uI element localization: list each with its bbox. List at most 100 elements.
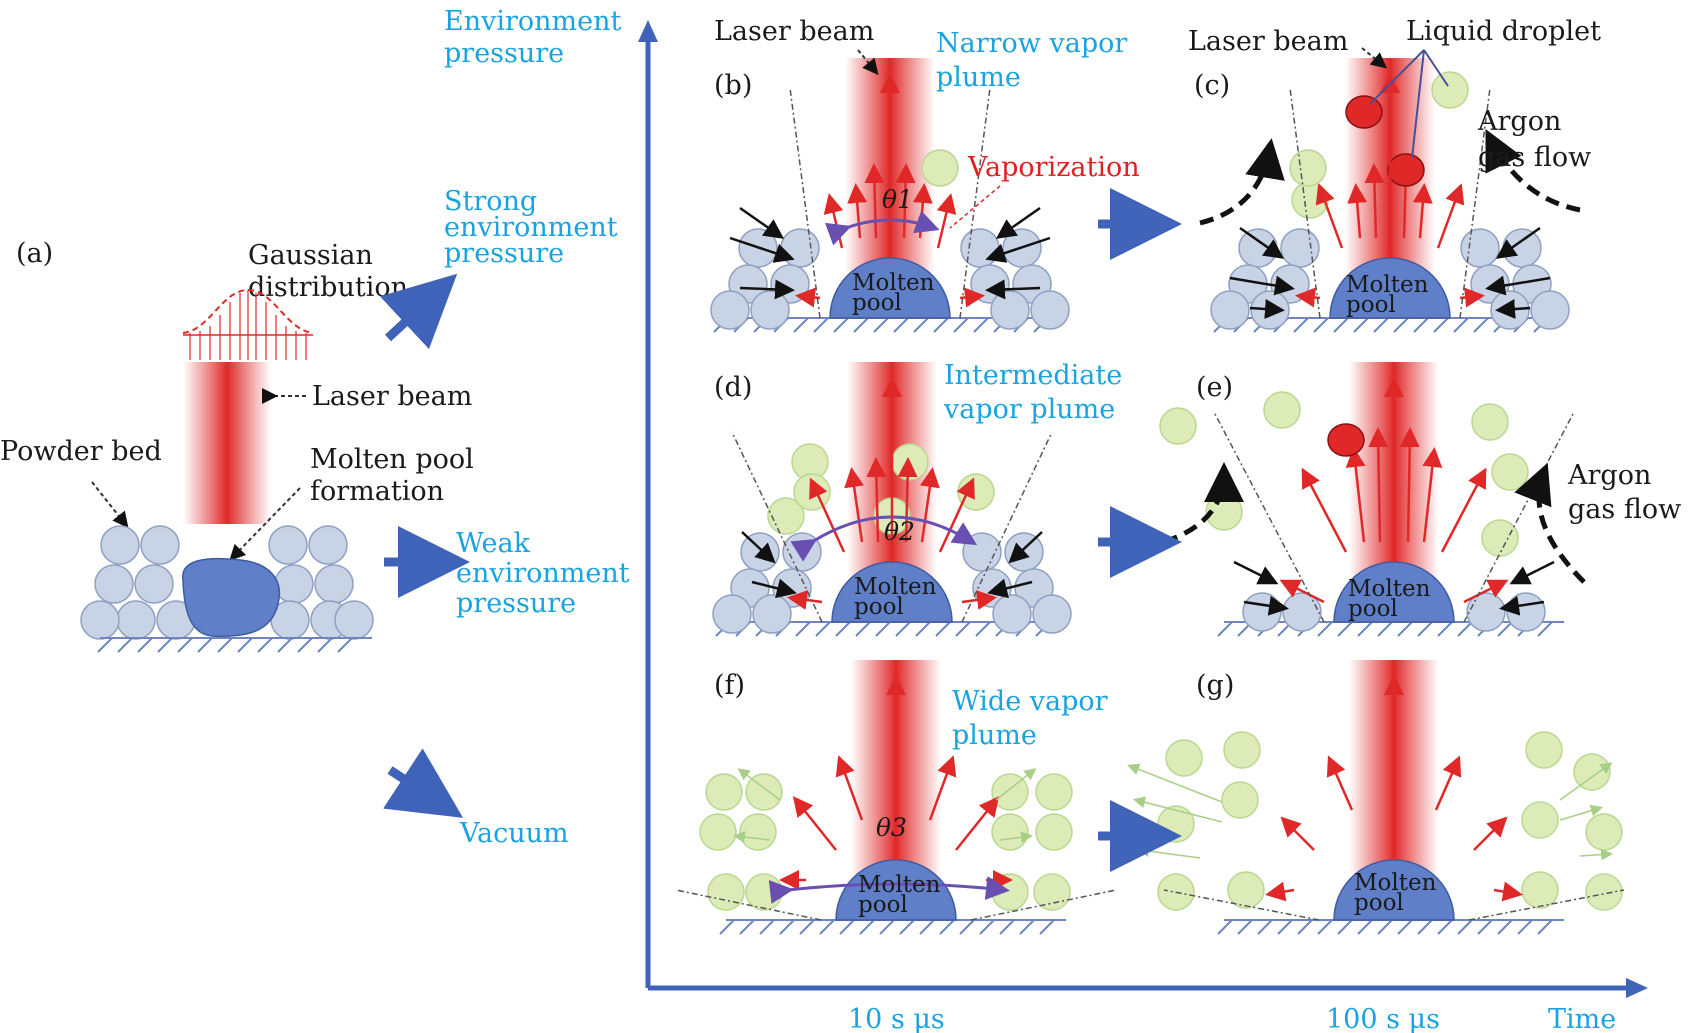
panel-b-vapor-arrow xyxy=(823,193,844,249)
panel-e-vapor-arrow xyxy=(1463,579,1509,604)
panel-g-spatter-particle xyxy=(1521,871,1559,909)
panel-c-substrate-hatch xyxy=(1453,317,1469,333)
panel-c-substrate-hatch xyxy=(1353,317,1369,333)
panel-d-substrate-hatch xyxy=(815,621,831,637)
panel-d-gas-arrow xyxy=(741,531,776,564)
spatter-trajectory xyxy=(995,768,1037,801)
panel-e-substrate-hatch xyxy=(1457,621,1473,637)
panel-b-substrate-hatch xyxy=(793,317,809,333)
panel-e-substrate-hatch xyxy=(1337,621,1353,637)
panel-e-liquid-droplet xyxy=(1327,423,1365,457)
panel-g-vapor-arrow xyxy=(1280,816,1315,851)
panel-b-vapor-arrow xyxy=(795,287,821,308)
panel-g-spatter-particle xyxy=(1585,813,1623,851)
panel-c-vapor-arrow xyxy=(1364,163,1385,239)
panel-g-vapor-arrow xyxy=(1434,755,1462,811)
panel-c-substrate-hatch xyxy=(1333,317,1349,333)
panel-f-substrate-hatch xyxy=(799,919,815,935)
panel-d-substrate-hatch xyxy=(855,621,871,637)
panel-g-substrate-hatch xyxy=(1517,919,1533,935)
panel-f-substrate-hatch xyxy=(759,919,775,935)
panel-b-molten-pool xyxy=(829,257,951,319)
panel-d-molten-pool xyxy=(831,561,953,623)
panel-f-substrate-hatch xyxy=(959,919,975,935)
panel-d-substrate-hatch xyxy=(915,621,931,637)
gaussian-profile xyxy=(182,288,314,360)
panel-g-substrate-hatch xyxy=(1357,919,1373,935)
panel-e-gas-arrow xyxy=(1509,560,1555,585)
panel-f-substrate-hatch xyxy=(739,919,755,935)
panel-f-substrate-hatch xyxy=(879,919,895,935)
panel-c-powder-particle xyxy=(1530,290,1570,330)
panel-c-liquid-droplet xyxy=(1345,95,1383,129)
panel-b-substrate-hatch xyxy=(893,317,909,333)
panel-g-substrate-hatch xyxy=(1257,919,1273,935)
panel-d-substrate-hatch xyxy=(935,621,951,637)
panel-c-gas-arrow xyxy=(1239,226,1285,259)
panel-d-vapor-arrow xyxy=(961,590,997,610)
panel-f-substrate-hatch xyxy=(819,919,835,935)
panel-g-substrate-hatch xyxy=(1297,919,1313,935)
panel-e-powder-particle xyxy=(1506,592,1546,632)
panel-f-plume-boundary xyxy=(675,889,822,921)
theta-2: θ2 xyxy=(884,517,915,546)
panel-c-substrate-hatch xyxy=(1393,317,1409,333)
panel-e-vapor-arrow xyxy=(1368,427,1389,543)
panel-e-spatter-particle xyxy=(1491,453,1529,491)
panel-e-vapor-arrow xyxy=(1301,467,1348,553)
powder-bed-label: Powder bed xyxy=(0,436,162,467)
panel-d-spatter-particle xyxy=(793,473,831,511)
panel-g-substrate-hatch xyxy=(1337,919,1353,935)
panel-b-substrate-hatch xyxy=(813,317,829,333)
panel-e-spatter-particle xyxy=(1481,519,1519,557)
panel-b-label: (b) xyxy=(714,70,752,101)
panel-e-vapor-arrow xyxy=(1279,579,1325,604)
molten-pool-a xyxy=(182,557,281,638)
panel-c-spatter-particle xyxy=(1289,149,1327,187)
panel-b-gas-arrow xyxy=(729,236,795,263)
panel-g-label: (g) xyxy=(1196,670,1234,701)
panel-d-spatter-particle xyxy=(957,473,995,511)
panel-f-substrate-hatch xyxy=(979,919,995,935)
panel-f-plume-angle-arc xyxy=(768,876,1010,904)
panel-c-substrate-hatch xyxy=(1473,317,1489,333)
panel-c-vapor-arrow xyxy=(1295,287,1321,308)
panel-g-substrate-hatch xyxy=(1497,919,1513,935)
panel-b-powder-particle xyxy=(990,290,1030,330)
panel-f-spatter-particle xyxy=(991,773,1029,811)
panel-g-plume-boundary xyxy=(1163,889,1320,921)
laser-beam-label-b: Laser beam xyxy=(714,16,874,47)
panel-e-substrate-hatch xyxy=(1217,621,1233,637)
panel-g-spatter-particle xyxy=(1223,731,1261,769)
laser-beam-label-c: Laser beam xyxy=(1188,26,1348,57)
panel-e-gas-arrow xyxy=(1233,560,1279,585)
spatter-trajectory xyxy=(1579,848,1613,861)
panel-f-spatter-particle xyxy=(745,873,783,911)
panel-e-argon-flow-arrow xyxy=(1514,462,1586,584)
powder-bed-a xyxy=(80,525,374,640)
panel-c-gas-arrow xyxy=(1249,299,1285,319)
panel-f-spatter-particle xyxy=(699,813,737,851)
panel-e-vapor-arrow xyxy=(1440,467,1487,553)
panel-f-substrate-hatch xyxy=(779,919,795,935)
panel-c-argon-flow-arrow xyxy=(1199,138,1285,226)
panel-d-gas-arrow xyxy=(751,578,797,599)
panel-f-spatter-particle xyxy=(745,773,783,811)
panel-b-substrate-hatch xyxy=(833,317,849,333)
panel-g-substrate-hatch xyxy=(1437,919,1453,935)
panel-g-molten-pool xyxy=(1333,859,1455,921)
panel-a-label: (a) xyxy=(16,238,53,269)
panel-f-vapor-arrow xyxy=(955,796,1000,851)
panel-c-gas-arrow xyxy=(1495,299,1531,319)
panel-c-vapor-arrow xyxy=(1459,287,1485,308)
panel-g-substrate-hatch xyxy=(1237,919,1253,935)
panel-b-geometry xyxy=(710,58,1070,333)
panel-c-liquid-droplet xyxy=(1387,153,1425,187)
